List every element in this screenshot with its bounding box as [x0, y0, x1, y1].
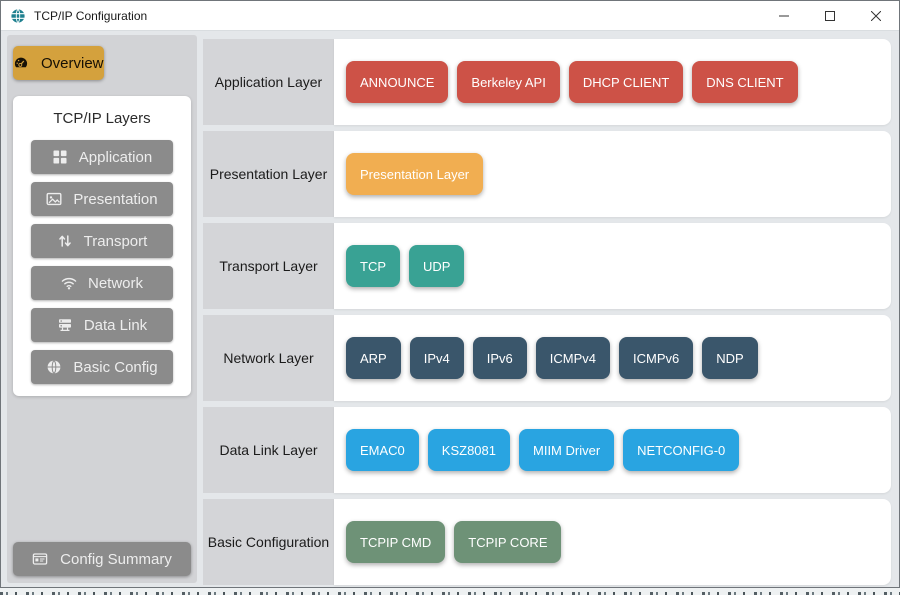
wifi-icon [61, 275, 77, 291]
chip-netconfig-0[interactable]: NETCONFIG-0 [623, 429, 740, 471]
layers-panel: TCP/IP Layers Application Presentation T… [13, 96, 191, 396]
sidebar-item-network[interactable]: Network [31, 266, 173, 300]
sidebar-item-label: Data Link [83, 316, 148, 334]
sidebar-item-label: Presentation [73, 190, 158, 208]
config-summary-label: Config Summary [60, 550, 172, 568]
sidebar-item-label: Application [78, 148, 153, 166]
sidebar-item-label: Network [87, 274, 143, 292]
sidebar-item-data-link[interactable]: Data Link [31, 308, 173, 342]
layer-row-label: Data Link Layer [203, 407, 334, 493]
image-icon [46, 191, 62, 207]
chip-tcp[interactable]: TCP [346, 245, 400, 287]
chip-berkeley-api[interactable]: Berkeley API [457, 61, 560, 103]
chip-ndp[interactable]: NDP [702, 337, 758, 379]
chip-ipv6[interactable]: IPv6 [472, 337, 527, 379]
server-icon [57, 317, 73, 333]
network-app-icon [10, 8, 26, 24]
layer-row-card: Presentation Layer [334, 131, 891, 217]
up-down-arrows-icon [57, 233, 73, 249]
layer-row-label: Transport Layer [203, 223, 334, 309]
layer-nav-list: Application Presentation Transport Netwo… [13, 140, 191, 384]
config-summary-button[interactable]: Config Summary [13, 542, 191, 576]
layer-row-label: Network Layer [203, 315, 334, 401]
sidebar-item-basic-config[interactable]: Basic Config [31, 350, 173, 384]
window-title: TCP/IP Configuration [34, 8, 148, 23]
chip-icmpv4[interactable]: ICMPv4 [535, 337, 610, 379]
chip-presentation-layer[interactable]: Presentation Layer [346, 153, 484, 195]
minimize-button[interactable] [761, 1, 807, 30]
layers-panel-title: TCP/IP Layers [53, 110, 151, 127]
titlebar: TCP/IP Configuration [1, 1, 899, 31]
chip-ksz8081[interactable]: KSZ8081 [427, 429, 510, 471]
layer-row-presentation-layer: Presentation Layer Presentation Layer [203, 131, 891, 217]
sidebar-item-label: Transport [83, 232, 148, 250]
layer-row-label: Basic Configuration [203, 499, 334, 585]
layer-row-label: Presentation Layer [203, 131, 334, 217]
gauge-icon [13, 55, 29, 71]
chip-miim-driver[interactable]: MIIM Driver [519, 429, 615, 471]
clipped-background-content [0, 588, 900, 595]
maximize-button[interactable] [807, 1, 853, 30]
sidebar-item-presentation[interactable]: Presentation [31, 182, 173, 216]
chip-dns-client[interactable]: DNS CLIENT [692, 61, 798, 103]
close-icon [871, 10, 881, 21]
chip-tcpip-cmd[interactable]: TCPIP CMD [346, 521, 446, 563]
sidebar-item-label: Basic Config [73, 358, 158, 376]
chip-dhcp-client[interactable]: DHCP CLIENT [568, 61, 684, 103]
summary-card-icon [32, 551, 48, 567]
layer-row-label: Application Layer [203, 39, 334, 125]
chip-arp[interactable]: ARP [346, 337, 401, 379]
chip-tcpip-core[interactable]: TCPIP CORE [454, 521, 562, 563]
overview-button[interactable]: Overview [13, 46, 104, 80]
sidebar-item-transport[interactable]: Transport [31, 224, 173, 258]
globe-icon [46, 359, 62, 375]
sidebar-item-application[interactable]: Application [31, 140, 173, 174]
sidebar: Overview TCP/IP Layers Application Prese… [7, 35, 197, 583]
chip-icmpv6[interactable]: ICMPv6 [619, 337, 694, 379]
chip-ipv4[interactable]: IPv4 [409, 337, 464, 379]
minimize-icon [779, 15, 789, 16]
chip-udp[interactable]: UDP [409, 245, 465, 287]
grid-icon [52, 149, 68, 165]
maximize-icon [825, 10, 835, 21]
close-button[interactable] [853, 1, 899, 30]
chip-emac0[interactable]: EMAC0 [346, 429, 419, 471]
chip-announce[interactable]: ANNOUNCE [346, 61, 449, 103]
overview-label: Overview [41, 54, 104, 72]
window-controls [761, 1, 899, 30]
